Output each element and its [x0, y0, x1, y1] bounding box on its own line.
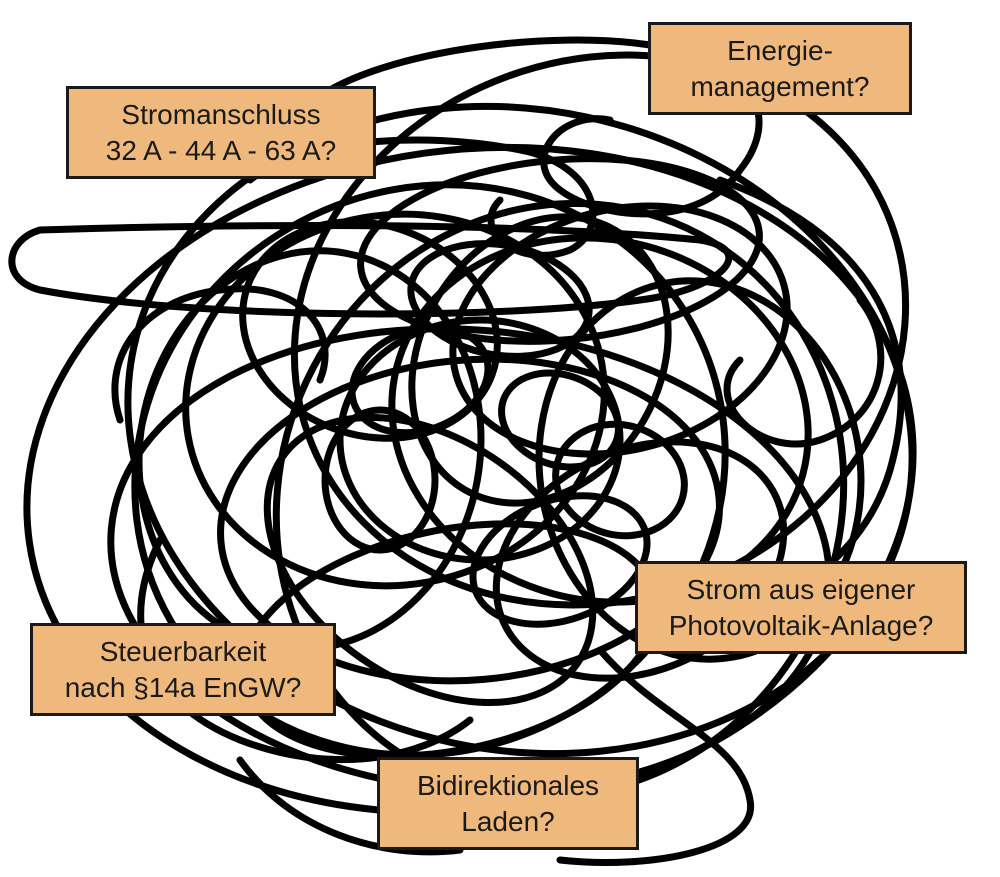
scribble-loop [407, 240, 593, 360]
scribble-loop [498, 369, 622, 471]
scribble-loop [326, 36, 763, 218]
scribble-loop [723, 296, 885, 448]
label-stromanschluss-line1: Stromanschluss [121, 98, 321, 130]
label-bidirektional: Bidirektionales Laden? [377, 757, 639, 850]
label-steuerbarkeit-line1: Steuerbarkeit [99, 635, 267, 667]
scribble-loop [388, 234, 812, 606]
label-photovoltaik: Strom aus eigener Photovoltaik-Anlage? [635, 561, 967, 654]
scribble-loop [321, 406, 439, 554]
scribble-loop [236, 756, 464, 856]
scribble-loop [535, 277, 865, 663]
label-energiemanagement: Energie- management? [648, 22, 912, 115]
label-photovoltaik-line2: Photovoltaik-Anlage? [668, 609, 934, 641]
scribble-loop [263, 413, 597, 707]
scribble-loop [552, 420, 688, 540]
scribble-loop [636, 176, 905, 625]
label-photovoltaik-line1: Strom aus eigener [686, 573, 916, 605]
label-steuerbarkeit-line2: nach §14a EnGW? [64, 671, 302, 703]
label-stromanschluss: Stromanschluss 32 A - 44 A - 63 A? [66, 86, 376, 179]
label-steuerbarkeit: Steuerbarkeit nach §14a EnGW? [30, 623, 336, 716]
scribble-loop [469, 492, 651, 628]
scribble-loop [111, 285, 329, 424]
label-bidirektional-line2: Laden? [461, 805, 555, 837]
label-energiemanagement-line2: management? [690, 70, 870, 102]
scribble-loop [556, 646, 754, 866]
scribble-loop [137, 536, 474, 764]
label-energiemanagement-line1: Energie- [727, 34, 833, 66]
scribble-loop [408, 213, 672, 507]
label-stromanschluss-line2: 32 A - 44 A - 63 A? [105, 134, 337, 166]
label-bidirektional-line1: Bidirektionales [416, 769, 600, 801]
